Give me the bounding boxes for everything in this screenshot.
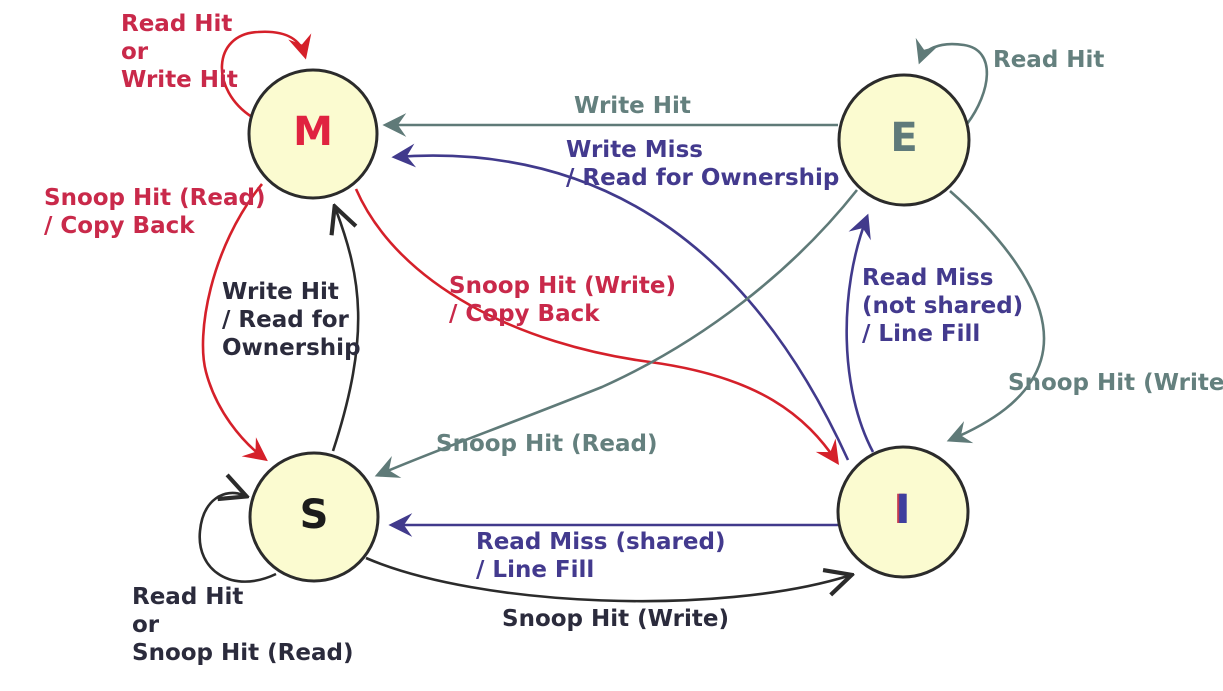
state-i-circle xyxy=(836,445,970,579)
label-line: / Copy Back xyxy=(44,213,195,239)
label-line: Write Hit xyxy=(222,279,339,305)
label-line: Write Miss xyxy=(566,137,703,163)
edge-s-to-i-arrow xyxy=(365,556,848,603)
label-line: Read Miss (shared) xyxy=(476,529,726,555)
label-line: Read Miss xyxy=(862,265,994,291)
label-m-to-i: Snoop Hit (Write) / Copy Back xyxy=(449,272,676,328)
state-s-circle xyxy=(248,451,380,583)
label-line: / Read for Ownership xyxy=(566,165,840,191)
label-line: Ownership xyxy=(222,335,361,361)
label-line: / Line Fill xyxy=(476,557,595,583)
label-line: / Read for xyxy=(222,307,349,333)
label-e-to-i: Snoop Hit (Write) xyxy=(1008,369,1223,397)
label-m-to-s: Snoop Hit (Read) / Copy Back xyxy=(44,184,265,240)
label-s-to-m: Write Hit / Read for Ownership xyxy=(222,278,361,362)
state-s-label: S xyxy=(299,492,329,539)
edge-e-to-s-arrow xyxy=(374,189,859,478)
label-s-to-i: Snoop Hit (Write) xyxy=(502,605,729,633)
edge-m-self-arrow xyxy=(220,30,312,119)
label-line: or xyxy=(121,39,149,65)
label-line: Snoop Hit (Read) xyxy=(44,185,266,211)
label-s-self: Read Hit or Snoop Hit (Read) xyxy=(132,583,353,667)
label-line: Snoop Hit (Write) xyxy=(502,606,729,632)
state-e-label: E xyxy=(890,115,918,162)
label-line: Read Hit xyxy=(132,584,244,610)
label-line: / Copy Back xyxy=(449,301,600,327)
label-i-to-e: Read Miss (not shared) / Line Fill xyxy=(862,264,1023,348)
label-line: Read Hit xyxy=(121,11,233,37)
label-line: / Line Fill xyxy=(862,321,981,347)
label-line: Snoop Hit (Write) xyxy=(1008,370,1223,396)
state-e-circle xyxy=(837,73,971,207)
edge-group xyxy=(198,30,1046,603)
edge-i-to-m-arrow xyxy=(391,143,850,461)
label-line: Snoop Hit (Write) xyxy=(449,273,676,299)
state-m-circle xyxy=(247,68,379,200)
state-group xyxy=(247,68,971,583)
label-line: Read Hit xyxy=(993,47,1105,73)
label-i-to-s: Read Miss (shared) / Line Fill xyxy=(476,528,725,584)
edge-s-self-arrow xyxy=(198,493,277,583)
label-e-to-s: Snoop Hit (Read) xyxy=(436,430,657,458)
edge-m-to-s-arrow xyxy=(201,183,268,462)
edge-s-to-m-arrow xyxy=(333,210,360,452)
state-i-label: I xyxy=(895,487,911,534)
label-e-self: Read Hit xyxy=(993,46,1104,74)
label-line: Write Hit xyxy=(574,93,691,119)
label-e-to-m: Write Hit xyxy=(574,92,691,120)
edge-m-to-i-arrow xyxy=(354,188,839,465)
edge-i-to-e-arrow xyxy=(845,213,875,453)
edge-e-to-i-arrow xyxy=(946,190,1046,444)
edge-e-self-arrow xyxy=(915,37,989,125)
label-line: or xyxy=(132,612,160,638)
label-m-self: Read Hit or Write Hit xyxy=(121,10,238,94)
state-m-label: M xyxy=(293,109,333,156)
label-line: Snoop Hit (Read) xyxy=(132,640,354,666)
label-line: (not shared) xyxy=(862,293,1024,319)
label-line: Snoop Hit (Read) xyxy=(436,431,658,457)
label-line: Write Hit xyxy=(121,67,238,93)
label-i-to-m: Write Miss / Read for Ownership xyxy=(566,136,839,192)
